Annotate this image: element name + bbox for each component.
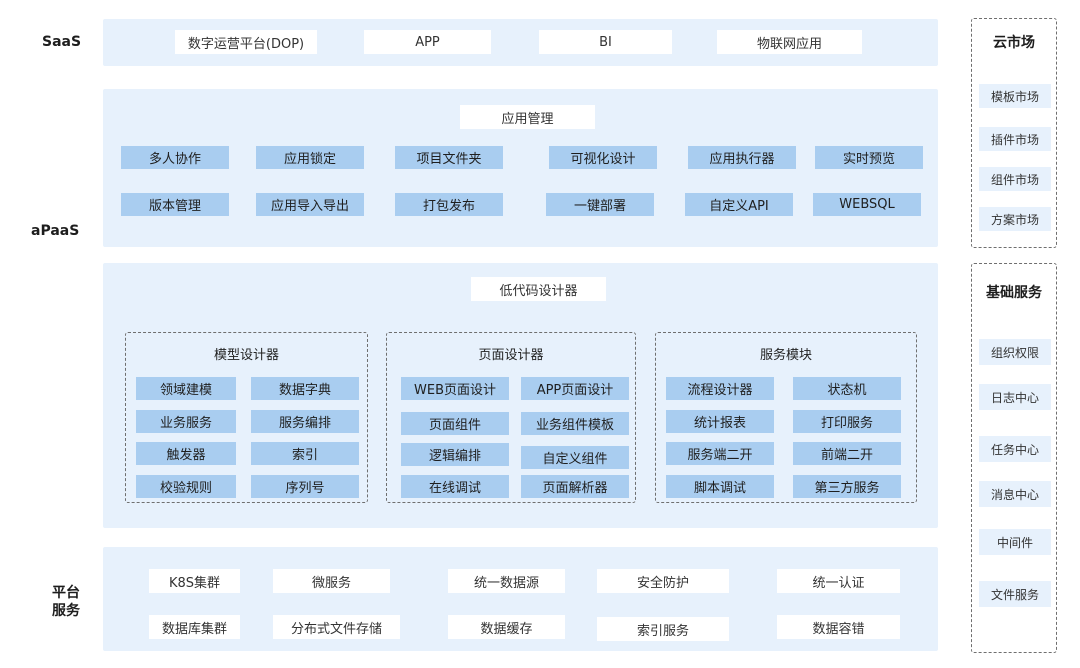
cloud-market-item: 组件市场 bbox=[979, 167, 1051, 191]
cloud-market-item: 方案市场 bbox=[979, 207, 1051, 231]
page-designer-group bbox=[386, 332, 636, 503]
layer-label-apaas: aPaaS bbox=[31, 223, 80, 239]
app-mgmt-item: 实时预览 bbox=[815, 146, 923, 169]
platform-item: 数据库集群 bbox=[149, 615, 240, 639]
cloud-market-item: 插件市场 bbox=[979, 127, 1051, 151]
saas-item-bi: BI bbox=[539, 30, 672, 54]
layer-label-platform-1: 平台 bbox=[52, 585, 80, 601]
app-management-title: 应用管理 bbox=[460, 105, 595, 129]
platform-item: 数据缓存 bbox=[448, 615, 565, 639]
base-services-item: 任务中心 bbox=[979, 436, 1051, 462]
layer-label-platform-2: 服务 bbox=[52, 603, 80, 619]
model-item: 序列号 bbox=[251, 475, 359, 498]
base-services-item: 组织权限 bbox=[979, 339, 1051, 365]
app-mgmt-item: 项目文件夹 bbox=[395, 146, 503, 169]
service-module-title: 服务模块 bbox=[759, 348, 812, 363]
page-item: WEB页面设计 bbox=[401, 377, 509, 400]
app-mgmt-item: 一键部署 bbox=[546, 193, 654, 216]
platform-item: K8S集群 bbox=[149, 569, 240, 593]
page-item: 业务组件模板 bbox=[521, 412, 629, 435]
model-designer-title: 模型设计器 bbox=[213, 348, 279, 363]
base-services-item: 中间件 bbox=[979, 529, 1051, 555]
service-item: 流程设计器 bbox=[666, 377, 774, 400]
cloud-market-item: 模板市场 bbox=[979, 84, 1051, 108]
app-mgmt-item: 自定义API bbox=[685, 193, 793, 216]
platform-item: 安全防护 bbox=[597, 569, 729, 593]
app-mgmt-item: 可视化设计 bbox=[549, 146, 657, 169]
service-item: 状态机 bbox=[793, 377, 901, 400]
platform-item: 分布式文件存储 bbox=[273, 615, 400, 639]
model-item: 数据字典 bbox=[251, 377, 359, 400]
platform-item: 统一认证 bbox=[777, 569, 900, 593]
base-services-group bbox=[971, 263, 1057, 653]
base-services-item: 消息中心 bbox=[979, 481, 1051, 507]
cloud-market-title: 云市场 bbox=[993, 35, 1035, 51]
base-services-title: 基础服务 bbox=[986, 285, 1042, 301]
page-item: 页面解析器 bbox=[521, 475, 629, 498]
app-mgmt-item: WEBSQL bbox=[813, 193, 921, 216]
base-services-item: 日志中心 bbox=[979, 384, 1051, 410]
service-item: 打印服务 bbox=[793, 410, 901, 433]
model-designer-group bbox=[125, 332, 368, 503]
base-services-item: 文件服务 bbox=[979, 581, 1051, 607]
model-item: 索引 bbox=[251, 442, 359, 465]
app-mgmt-item: 打包发布 bbox=[395, 193, 503, 216]
app-mgmt-item: 应用执行器 bbox=[688, 146, 796, 169]
app-mgmt-item: 应用导入导出 bbox=[256, 193, 364, 216]
page-designer-title: 页面设计器 bbox=[478, 348, 544, 363]
model-item: 服务编排 bbox=[251, 410, 359, 433]
page-item: 逻辑编排 bbox=[401, 443, 509, 466]
platform-item: 索引服务 bbox=[597, 617, 729, 641]
page-item: APP页面设计 bbox=[521, 377, 629, 400]
page-item: 在线调试 bbox=[401, 475, 509, 498]
platform-item: 统一数据源 bbox=[448, 569, 565, 593]
service-item: 服务端二开 bbox=[666, 442, 774, 465]
service-module-group bbox=[655, 332, 917, 503]
page-item: 自定义组件 bbox=[521, 446, 629, 469]
service-item: 第三方服务 bbox=[793, 475, 901, 498]
platform-item: 微服务 bbox=[273, 569, 390, 593]
page-item: 页面组件 bbox=[401, 412, 509, 435]
service-item: 脚本调试 bbox=[666, 475, 774, 498]
app-mgmt-item: 多人协作 bbox=[121, 146, 229, 169]
service-item: 前端二开 bbox=[793, 442, 901, 465]
platform-item: 数据容错 bbox=[777, 615, 900, 639]
app-mgmt-item: 应用锁定 bbox=[256, 146, 364, 169]
model-item: 校验规则 bbox=[136, 475, 236, 498]
saas-item-dop: 数字运营平台(DOP) bbox=[175, 30, 317, 54]
saas-item-app: APP bbox=[364, 30, 491, 54]
service-item: 统计报表 bbox=[666, 410, 774, 433]
model-item: 触发器 bbox=[136, 442, 236, 465]
layer-label-saas: SaaS bbox=[42, 34, 82, 50]
model-item: 业务服务 bbox=[136, 410, 236, 433]
lowcode-title: 低代码设计器 bbox=[471, 277, 606, 301]
model-item: 领域建模 bbox=[136, 377, 236, 400]
cloud-market-group bbox=[971, 18, 1057, 248]
saas-item-iot: 物联网应用 bbox=[717, 30, 862, 54]
app-mgmt-item: 版本管理 bbox=[121, 193, 229, 216]
